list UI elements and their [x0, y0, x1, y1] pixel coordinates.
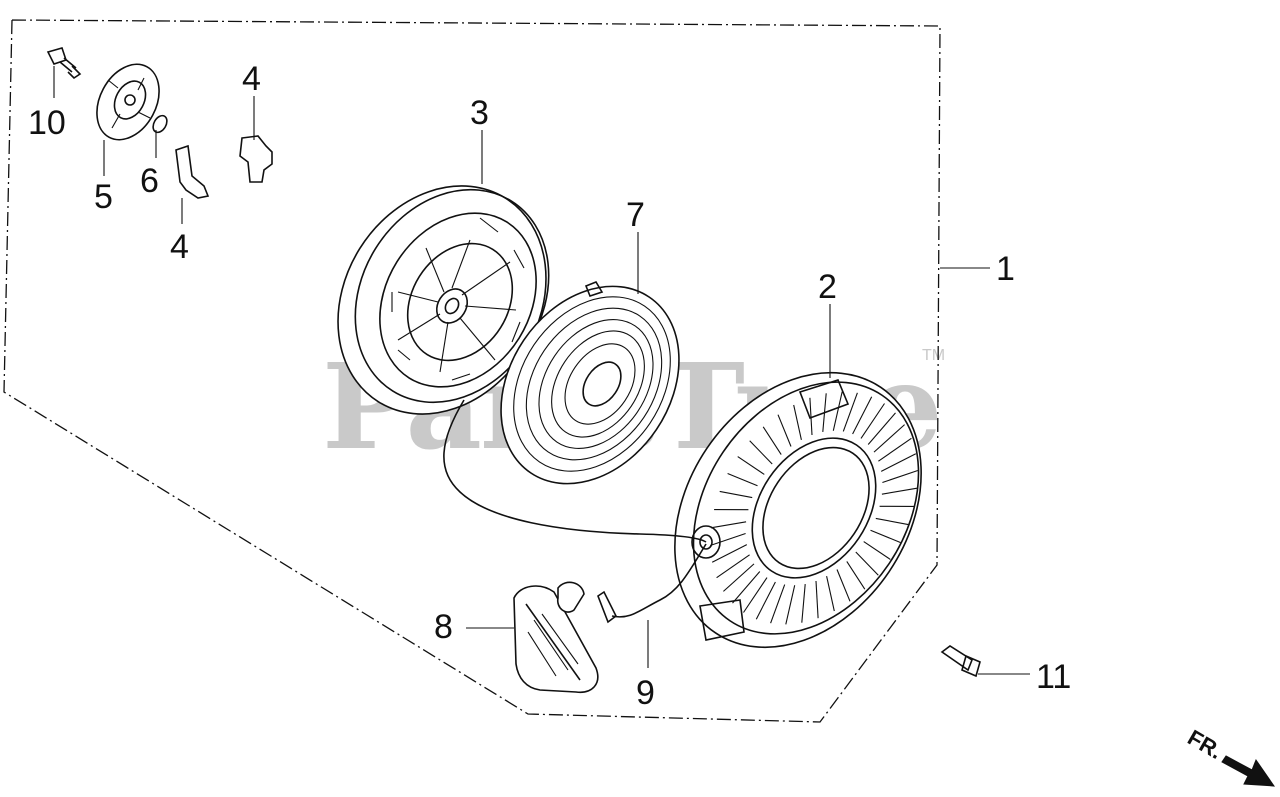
recoil-spring-part[interactable]: [464, 252, 715, 517]
case-slot: [743, 577, 768, 613]
case-slot: [881, 487, 918, 495]
case-slot: [855, 551, 879, 576]
case-slot: [727, 472, 758, 487]
case-slot: [842, 392, 858, 432]
case-slot: [826, 575, 835, 612]
case-slot: [770, 584, 786, 624]
reel-pulley-part[interactable]: [296, 147, 588, 453]
ratchet-part-upper[interactable]: [239, 135, 273, 183]
case-slot: [878, 437, 912, 462]
callout-5: 5: [94, 178, 113, 216]
direction-arrow-icon: [1221, 755, 1276, 787]
callout-8: 8: [434, 608, 453, 646]
case-slot: [809, 397, 813, 436]
case-slot: [836, 569, 851, 602]
callout-7: 7: [626, 196, 645, 234]
callout-1: 1: [996, 250, 1015, 288]
case-slot: [723, 563, 755, 592]
case-slot: [732, 571, 761, 604]
flange-bolt-part[interactable]: [940, 645, 981, 678]
callout-4-upper: 4: [242, 60, 261, 98]
callout-2: 2: [818, 268, 837, 306]
case-slot: [785, 585, 796, 625]
case-slot: [710, 521, 747, 529]
case-slot: [880, 453, 917, 472]
callout-4-lower: 4: [170, 228, 189, 266]
case-slot: [867, 412, 896, 445]
direction-label: FR.: [1184, 725, 1227, 764]
ratchet-part-lower[interactable]: [175, 144, 210, 199]
case-slot: [870, 529, 901, 544]
case-slot: [719, 490, 753, 499]
leader-lines: [53, 66, 1030, 675]
starter-rope-part[interactable]: [443, 399, 707, 543]
case-slot: [832, 391, 843, 431]
case-slot: [863, 541, 891, 560]
case-slot: [875, 517, 909, 526]
callout-6: 6: [140, 162, 159, 200]
case-slot: [762, 426, 782, 455]
case-slot: [710, 532, 746, 547]
friction-spring-part[interactable]: [150, 113, 169, 135]
callout-10: 10: [28, 104, 66, 142]
callout-9: 9: [636, 674, 655, 712]
case-slot: [716, 554, 750, 579]
case-slot: [711, 544, 748, 563]
case-slot: [852, 396, 873, 435]
case-slot: [749, 440, 773, 465]
watermark-trademark: TM: [922, 347, 945, 364]
case-slot: [860, 403, 885, 439]
callout-11: 11: [1036, 658, 1071, 696]
case-slot: [777, 414, 792, 447]
callout-3: 3: [470, 94, 489, 132]
assembly-boundary: [3, 19, 941, 723]
case-slot: [882, 469, 918, 484]
case-slot: [846, 561, 866, 590]
case-slot: [815, 580, 819, 619]
case-slot: [755, 581, 776, 620]
friction-plate-part[interactable]: [84, 54, 171, 151]
starter-case-part[interactable]: [624, 326, 972, 694]
setting-bolt-part[interactable]: [46, 47, 82, 80]
front-direction-marker: FR.: [1184, 725, 1276, 787]
callout-labels: 1 2 3 4 4 5 6 7 8 9 10 11: [28, 60, 1071, 712]
case-slot: [873, 424, 905, 453]
case-slot: [801, 584, 806, 623]
case-slot: [793, 404, 802, 441]
starter-grip-part[interactable]: [513, 581, 599, 693]
case-slot: [737, 456, 765, 475]
starter-rope-end[interactable]: [611, 543, 707, 618]
